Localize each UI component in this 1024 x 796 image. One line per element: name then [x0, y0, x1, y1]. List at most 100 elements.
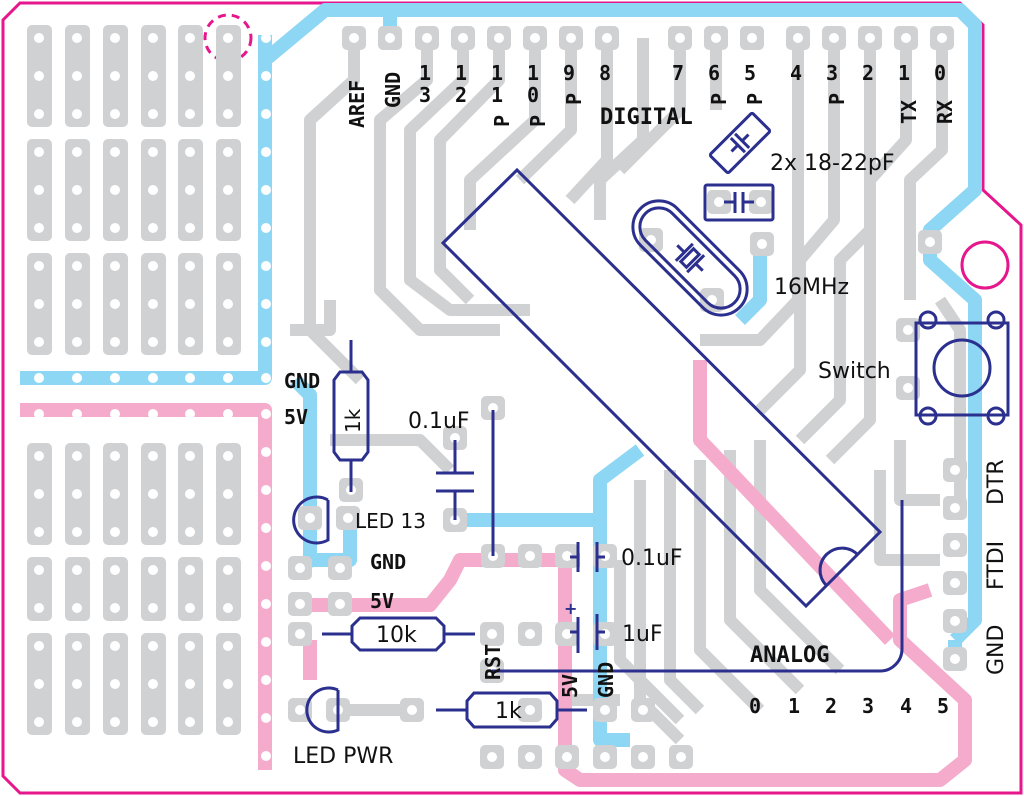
proto-hole	[110, 641, 120, 651]
pad-hole	[638, 705, 648, 715]
proto-hole	[223, 717, 233, 727]
proto-hole	[34, 717, 44, 727]
pad-hole	[525, 629, 535, 639]
proto-hole	[110, 565, 120, 575]
proto-hole	[148, 641, 158, 651]
vcc-rail-hole	[110, 409, 120, 419]
proto-hole	[223, 451, 233, 461]
gnd-rail-hole	[261, 299, 271, 309]
pad-hole	[950, 465, 960, 475]
proto-hole	[185, 33, 195, 43]
proto-strip	[178, 557, 203, 621]
proto-hole	[223, 489, 233, 499]
proto-hole	[148, 261, 158, 271]
resistor-reset-outline	[322, 616, 475, 652]
cap-decoupling-1-label: 0.1uF	[408, 409, 470, 434]
proto-hole	[185, 641, 195, 651]
pad-hole	[349, 33, 359, 43]
pwm-marker: P	[743, 93, 767, 105]
mounting-hole	[960, 240, 1010, 290]
digital-pin-number: 1	[527, 61, 539, 85]
proto-hole	[148, 717, 158, 727]
vcc-rail-hole	[185, 409, 195, 419]
pad-hole	[747, 33, 757, 43]
vcc-rail-hole	[261, 409, 271, 419]
proto-hole	[110, 33, 120, 43]
proto-hole	[185, 679, 195, 689]
resistor-reset-label: 10k	[376, 623, 417, 648]
gnd-rail-hole	[72, 373, 82, 383]
pad-hole	[756, 197, 766, 207]
pad-hole	[600, 752, 610, 762]
proto-hole	[185, 261, 195, 271]
proto-hole	[34, 71, 44, 81]
digital-pin-number: 3	[826, 61, 838, 85]
vcc-label-2: 5V	[370, 589, 394, 613]
crystal-label: 16MHz	[774, 275, 849, 300]
digital-pin-number: 9	[563, 61, 575, 85]
analog-pin-label: 4	[900, 694, 912, 718]
pad-hole	[925, 237, 935, 247]
proto-hole	[72, 603, 82, 613]
resistor-pwr-label: 1k	[495, 699, 522, 724]
proto-hole	[148, 299, 158, 309]
digital-pin-number-2: 2	[455, 83, 467, 107]
proto-hole	[72, 185, 82, 195]
gnd-rail-hole	[185, 373, 195, 383]
proto-hole	[185, 565, 195, 575]
digital-pin-alt-label: RX	[933, 100, 957, 124]
cap-1uf-label: 1uF	[622, 622, 663, 647]
analog-pin-label: 2	[825, 694, 837, 718]
pad-hole	[600, 705, 610, 715]
proto-hole	[110, 299, 120, 309]
proto-hole	[223, 641, 233, 651]
proto-hole	[110, 109, 120, 119]
vcc-rail-hole	[72, 409, 82, 419]
proto-hole	[185, 337, 195, 347]
digital-pin-number: 2	[862, 61, 874, 85]
proto-hole	[148, 185, 158, 195]
gnd-rail-hole	[110, 373, 120, 383]
proto-hole	[223, 109, 233, 119]
gnd-rail-hole	[223, 373, 233, 383]
vcc-rail-hole	[223, 409, 233, 419]
gnd-rail-hole	[261, 261, 271, 271]
proto-strip	[141, 557, 166, 621]
proto-hole	[72, 337, 82, 347]
proto-hole	[72, 717, 82, 727]
proto-hole	[72, 451, 82, 461]
analog-pin-label: 0	[749, 694, 761, 718]
proto-hole	[110, 185, 120, 195]
digital-pin-label: AREF	[345, 80, 369, 128]
pad-hole	[295, 599, 305, 609]
reset-line	[492, 500, 904, 673]
proto-hole	[148, 109, 158, 119]
digital-pin-number-2: 0	[527, 83, 539, 107]
digital-pin-number: 6	[708, 61, 720, 85]
proto-hole	[34, 299, 44, 309]
pad-hole	[562, 551, 572, 561]
pwm-marker: P	[562, 93, 586, 105]
proto-hole	[223, 223, 233, 233]
pad-hole	[494, 33, 504, 43]
pad-hole	[335, 599, 345, 609]
gnd-rail-hole	[261, 71, 271, 81]
proto-strip	[216, 557, 241, 621]
pwm-marker: P	[526, 115, 550, 127]
analog-section-label: ANALOG	[750, 643, 829, 668]
pad-hole	[676, 752, 686, 762]
ftdi-dtr-label: DTR	[984, 459, 1009, 505]
vcc-rail-hole	[261, 599, 271, 609]
proto-hole	[110, 489, 120, 499]
proto-hole	[72, 641, 82, 651]
protoboard-grid	[27, 25, 271, 761]
pad-hole	[562, 752, 572, 762]
vcc-rail-hole	[261, 713, 271, 723]
proto-hole	[34, 451, 44, 461]
rst-label: RST	[481, 644, 505, 680]
proto-hole	[110, 71, 120, 81]
pad-hole	[458, 33, 468, 43]
